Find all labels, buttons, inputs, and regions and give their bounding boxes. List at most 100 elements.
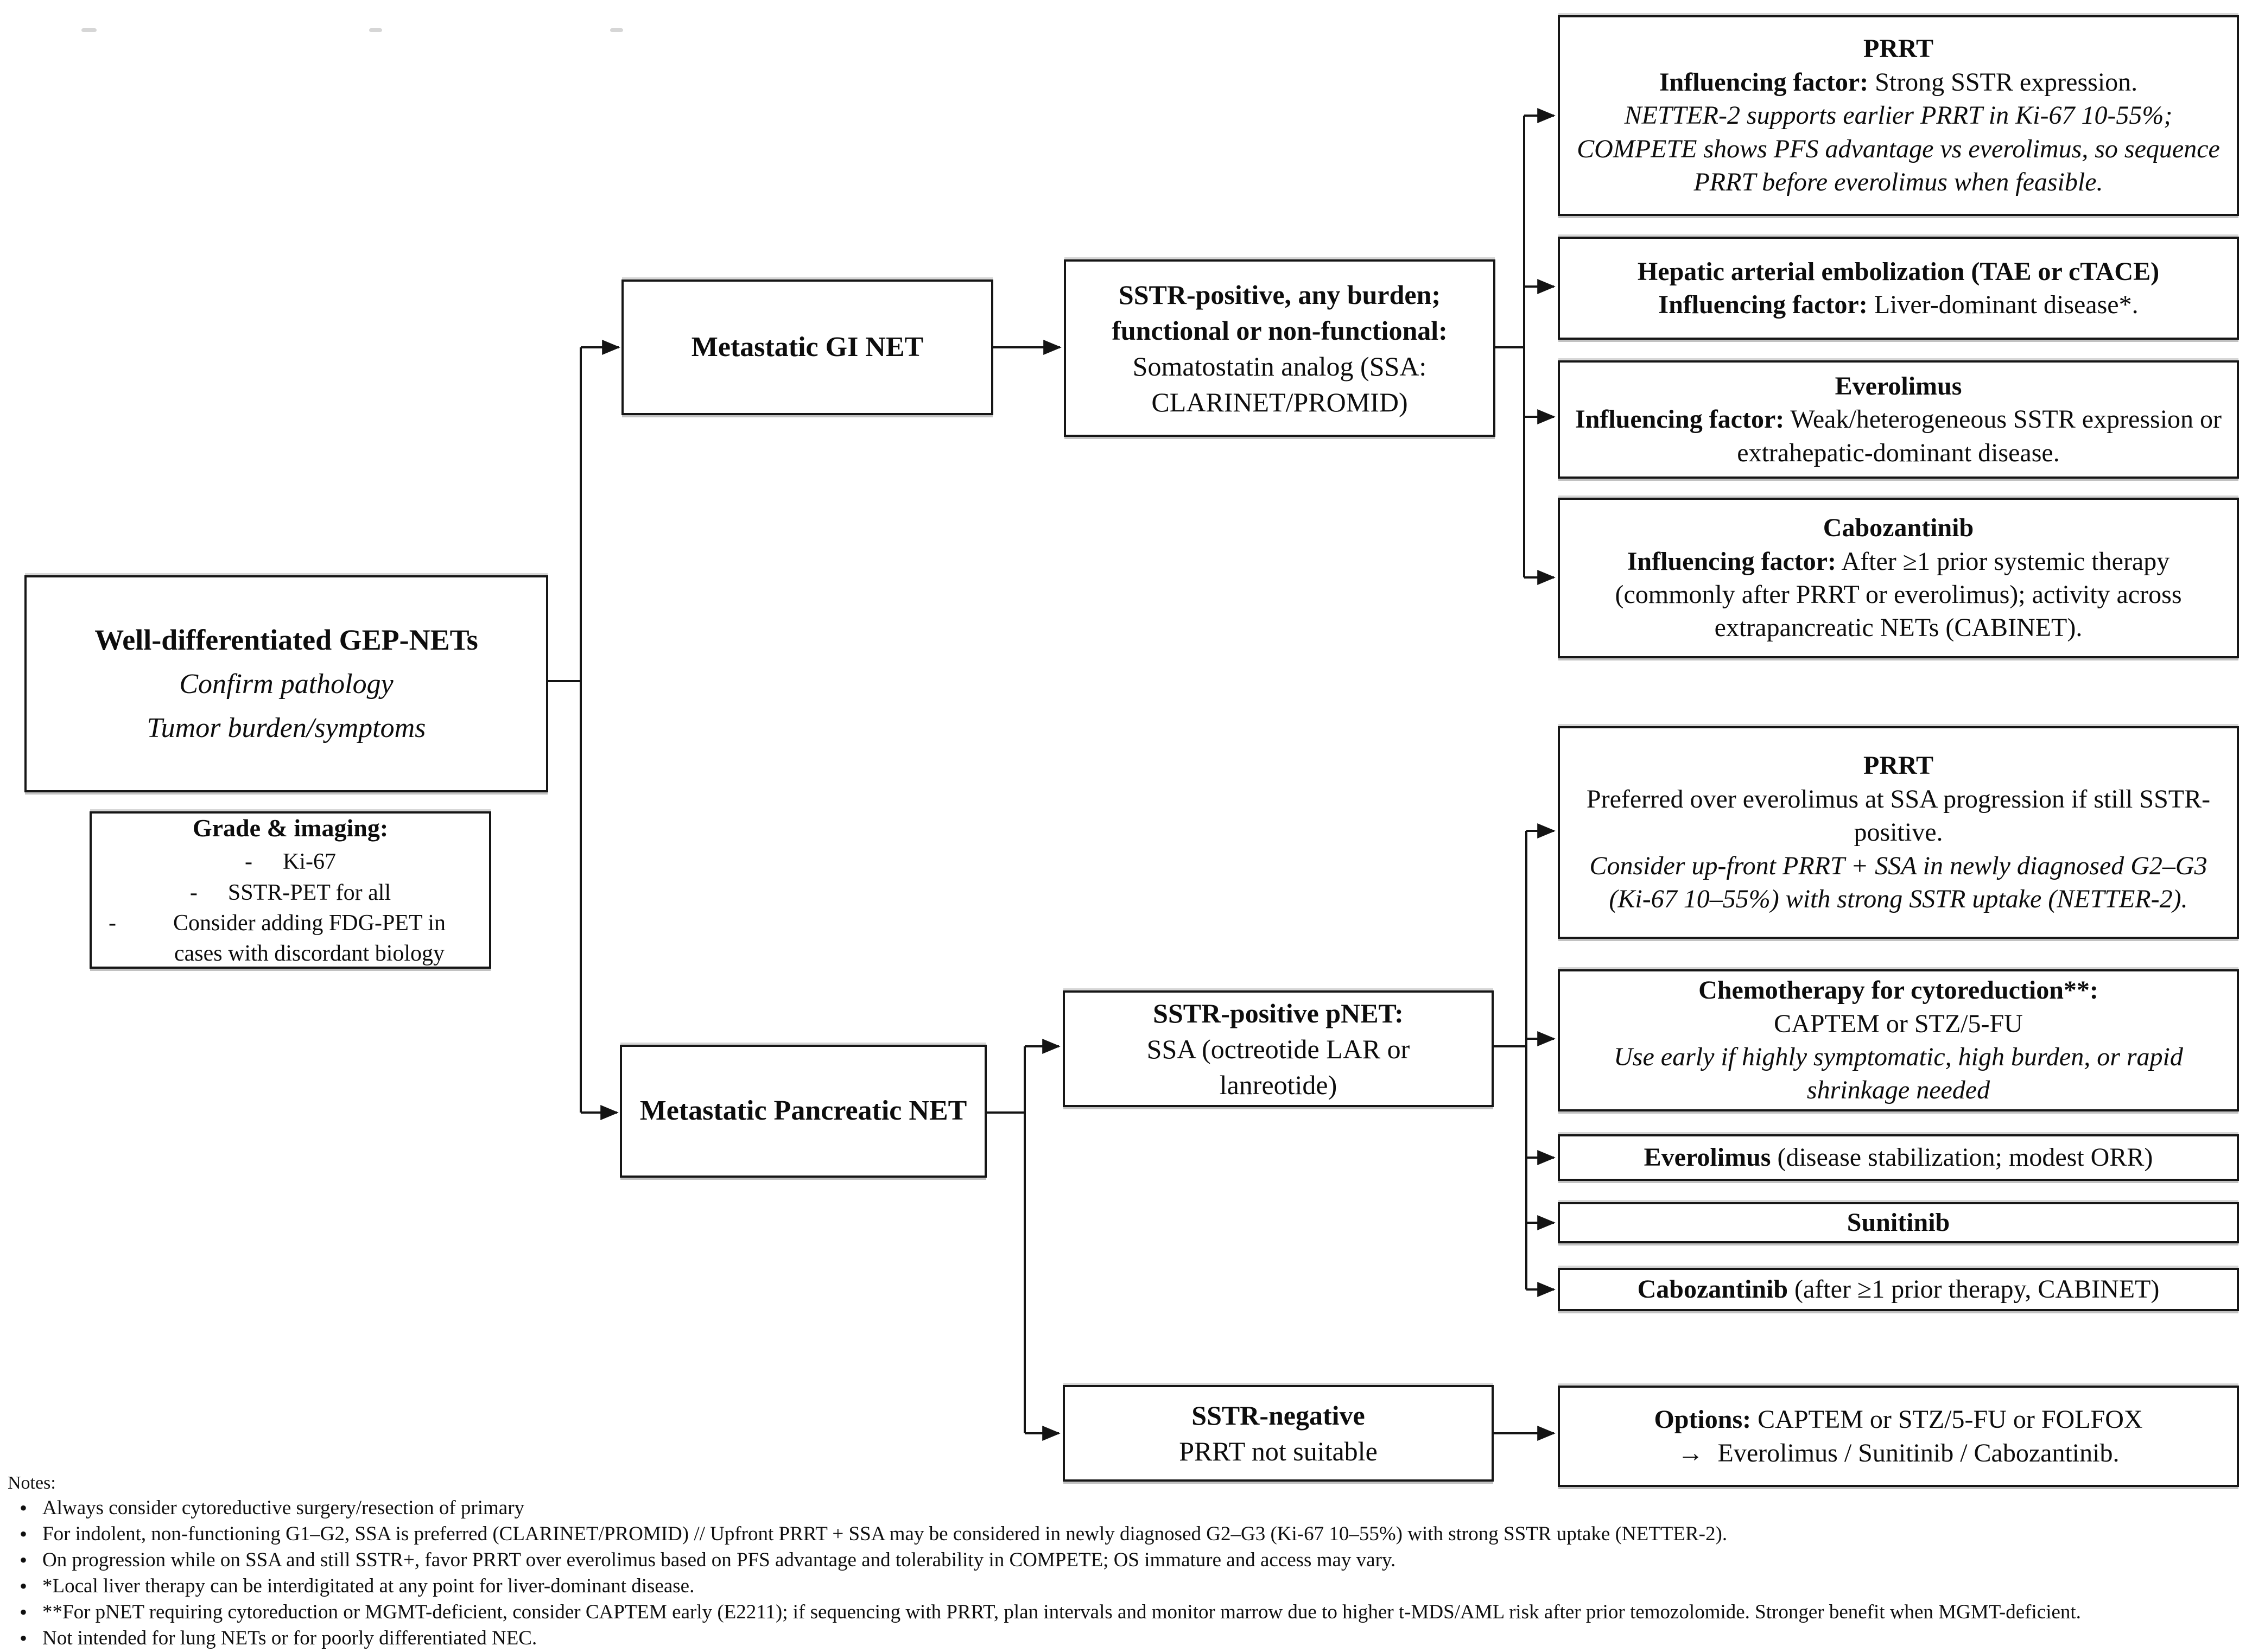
notes-section: Notes: Always consider cytoreductive sur… [8,1471,2247,1652]
node-sstr-negative: SSTR-negative PRRT not suitable [1063,1385,1494,1482]
grade-imaging-item-label: SSTR-PET for all [227,880,391,905]
node-gi-prrt: PRRT Influencing factor: Strong SSTR exp… [1558,15,2239,216]
dash-bullet: - [189,880,198,905]
note-item: Not intended for lung NETs or for poorly… [8,1626,2247,1652]
option-line: Everolimus (disease stabilization; modes… [1644,1142,2153,1173]
option-suffix: (after ≥1 prior therapy, CABINET) [1788,1275,2160,1304]
options-line-1: Options: CAPTEM or STZ/5-FU or FOLFOX [1654,1403,2142,1436]
branch-label: Metastatic Pancreatic NET [639,1095,967,1127]
grade-imaging-item: - SSTR-PET for all [190,878,391,908]
node-pnet-prrt: PRRT Preferred over everolimus at SSA pr… [1558,726,2239,939]
note-text: **For pNET requiring cytoreduction or MG… [42,1601,2081,1623]
option-line: Sunitinib [1847,1207,1950,1238]
note-text: *Local liver therapy can be interdigitat… [42,1575,695,1597]
node-pnet-cabozantinib: Cabozantinib (after ≥1 prior therapy, CA… [1558,1268,2239,1311]
option-title: PRRT [1863,751,1933,780]
option-line: Cabozantinib (after ≥1 prior therapy, CA… [1638,1274,2160,1305]
option-title: Cabozantinib [1823,513,1974,543]
option-title: PRRT [1863,34,1933,63]
pnet-sstr-positive-title: SSTR-positive pNET: [1153,997,1404,1028]
options-text-1: CAPTEM or STZ/5-FU or FOLFOX [1751,1405,2143,1434]
note-item: **For pNET requiring cytoreduction or MG… [8,1600,2247,1626]
root-subtitle-2: Tumor burden/symptoms [147,712,426,744]
note-text: Always consider cytoreductive surgery/re… [42,1497,525,1519]
option-body: CAPTEM or STZ/5-FU [1774,1009,2023,1038]
influencing-factor-label: Influencing factor: [1659,67,1869,97]
node-gi-cabozantinib: Cabozantinib Influencing factor: After ≥… [1558,498,2239,658]
influencing-factor-label: Influencing factor: [1575,405,1785,434]
note-item: Always consider cytoreductive surgery/re… [8,1496,2247,1522]
note-text: Not intended for lung NETs or for poorly… [42,1627,537,1649]
dash-bullet: - [245,849,252,875]
node-pnet-everolimus: Everolimus (disease stabilization; modes… [1558,1134,2239,1181]
scan-artifact [610,28,623,32]
sstr-negative-title: SSTR-negative [1191,1400,1365,1431]
node-metastatic-pancreatic-net: Metastatic Pancreatic NET [620,1045,987,1178]
node-pnet-sunitinib: Sunitinib [1558,1202,2239,1243]
influencing-factor-text: After ≥1 prior systemic therapy (commonl… [1615,547,2182,643]
gi-firstline-bold-1: SSTR-positive, any burden; [1118,279,1441,310]
option-title: Sunitinib [1847,1208,1950,1237]
node-pnet-chemo: Chemotherapy for cytoreduction**: CAPTEM… [1558,969,2239,1111]
note-text: On progression while on SSA and still SS… [42,1549,1396,1571]
node-gi-sstr-positive: SSTR-positive, any burden; functional or… [1064,259,1495,437]
dash-bullet: - [109,910,116,936]
option-trial-note: NETTER-2 supports earlier PRRT in Ki-67 … [1577,101,2220,197]
option-factor-line: Influencing factor: Liver-dominant disea… [1658,288,2138,321]
grade-imaging-item: - Ki-67 [245,847,336,877]
influencing-factor-label: Influencing factor: [1627,547,1837,576]
option-title: Hepatic arterial embolization (TAE or cT… [1637,257,2160,286]
influencing-factor-text: Strong SSTR expression. [1868,67,2138,97]
bullet-icon [8,1574,42,1600]
option-title: Everolimus [1644,1143,1771,1172]
node-pnet-sstr-positive: SSTR-positive pNET: SSA (octreotide LAR … [1063,990,1494,1107]
node-metastatic-gi-net: Metastatic GI NET [621,279,993,415]
root-title: Well-differentiated GEP-NETs [94,623,478,656]
influencing-factor-text: Liver-dominant disease*. [1867,290,2139,319]
grade-imaging-item: - Consider adding FDG-PET in cases with … [109,908,472,969]
bullet-icon [8,1600,42,1626]
node-sstr-negative-options: Options: CAPTEM or STZ/5-FU or FOLFOX →E… [1558,1386,2239,1487]
note-item: For indolent, non-functioning G1–G2, SSA… [8,1522,2247,1548]
bullet-icon [8,1496,42,1522]
bullet-icon [8,1626,42,1652]
node-gi-embolization: Hepatic arterial embolization (TAE or cT… [1558,237,2239,340]
grade-imaging-item-label: Ki-67 [283,849,336,875]
option-factor-line: Influencing factor: Weak/heterogeneous S… [1574,403,2223,469]
pnet-sstr-positive-text: SSA (octreotide LAR or lanreotide) [1146,1033,1410,1100]
option-title: Cabozantinib [1637,1275,1788,1304]
branch-label: Metastatic GI NET [691,331,924,363]
option-trial-note: Consider up-front PRRT + SSA in newly di… [1589,851,2207,914]
gi-firstline-bold-2: functional or non-functional: [1112,315,1448,346]
option-trial-note: Use early if highly symptomatic, high bu… [1614,1043,2183,1105]
scan-artifact [369,28,382,32]
scan-artifact [81,28,97,32]
sstr-negative-text: PRRT not suitable [1179,1436,1378,1466]
options-text-2: Everolimus / Sunitinib / Cabozantinib. [1717,1438,2120,1467]
node-root: Well-differentiated GEP-NETs Confirm pat… [24,575,548,792]
bullet-icon [8,1548,42,1574]
options-label: Options: [1654,1405,1752,1434]
option-factor-line: Influencing factor: After ≥1 prior syste… [1574,545,2223,645]
option-title: Chemotherapy for cytoreduction**: [1698,976,2098,1005]
options-line-2: →Everolimus / Sunitinib / Cabozantinib. [1678,1437,2120,1470]
influencing-factor-label: Influencing factor: [1658,290,1868,319]
option-title: Everolimus [1835,371,1962,401]
note-item: On progression while on SSA and still SS… [8,1548,2247,1574]
bullet-icon [8,1522,42,1548]
grade-imaging-item-label: Consider adding FDG-PET in cases with di… [173,910,446,967]
notes-title: Notes: [8,1473,56,1493]
root-subtitle-1: Confirm pathology [179,669,394,700]
influencing-factor-text: Weak/heterogeneous SSTR expression or ex… [1737,405,2222,467]
option-factor-line: Influencing factor: Strong SSTR expressi… [1659,66,2137,99]
node-gi-everolimus: Everolimus Influencing factor: Weak/hete… [1558,360,2239,479]
gi-firstline-normal-2: CLARINET/PROMID) [1151,386,1408,417]
option-body: Preferred over everolimus at SSA progres… [1586,784,2211,847]
node-grade-imaging: Grade & imaging: - Ki-67 - SSTR-PET for … [90,811,491,969]
note-text: For indolent, non-functioning G1–G2, SSA… [42,1523,1728,1545]
note-item: *Local liver therapy can be interdigitat… [8,1574,2247,1600]
gi-firstline-normal-1: Somatostatin analog (SSA: [1132,351,1427,382]
option-suffix: (disease stabilization; modest ORR) [1771,1143,2153,1172]
